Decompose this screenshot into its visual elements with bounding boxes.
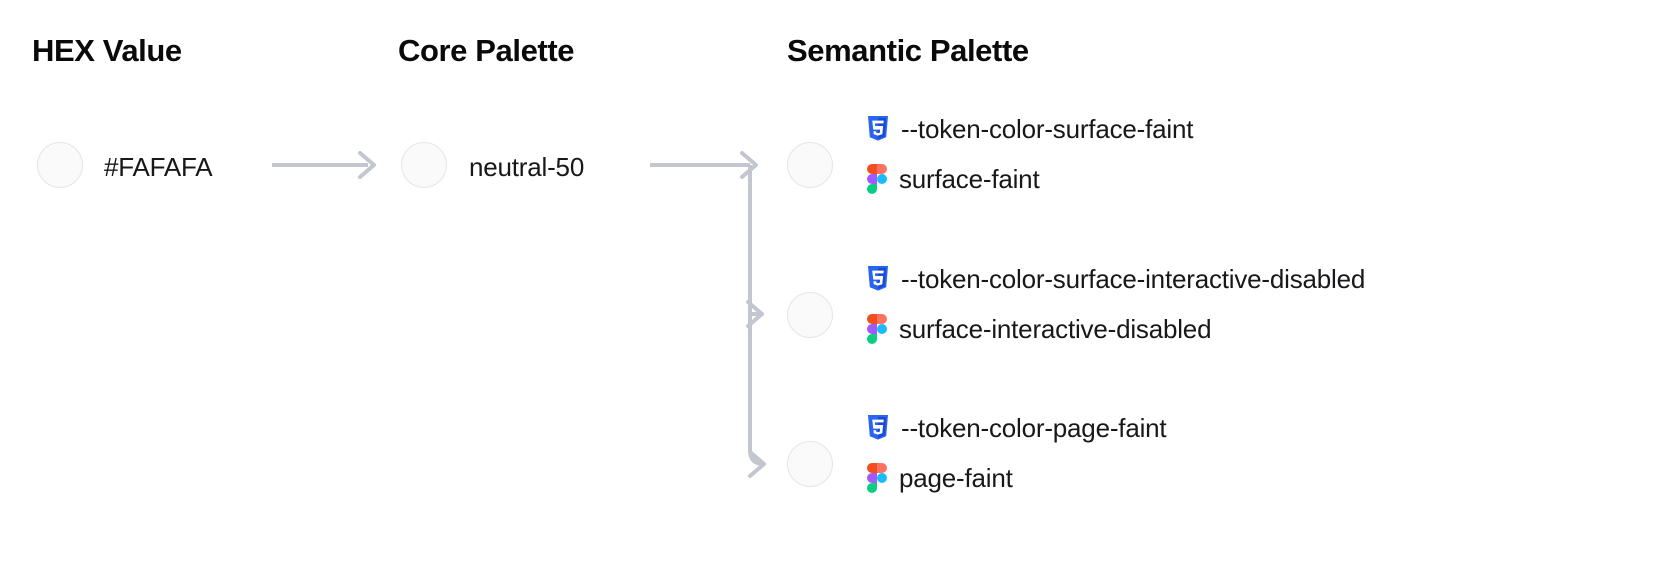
figma-token-text: surface-interactive-disabled <box>899 314 1212 344</box>
branching-connector <box>650 151 766 478</box>
css3-icon <box>865 413 891 443</box>
figma-icon <box>865 164 889 194</box>
column-header-semantic-palette: Semantic Palette <box>787 33 1029 68</box>
figma-token-text: page-faint <box>899 463 1013 493</box>
semantic-token-swatch <box>787 142 833 188</box>
semantic-token-swatch <box>787 441 833 487</box>
semantic-token-swatch <box>787 292 833 338</box>
figma-icon <box>865 463 889 493</box>
hex-value-label: #FAFAFA <box>104 152 213 182</box>
column-header-hex-value: HEX Value <box>32 33 182 68</box>
css-token-line: --token-color-page-faint <box>865 411 1167 445</box>
semantic-token-labels: --token-color-page-faint page-faint <box>865 411 1167 495</box>
core-palette-swatch <box>401 142 447 188</box>
css-token-line: --token-color-surface-interactive-disabl… <box>865 262 1365 296</box>
figma-token-line: surface-faint <box>865 162 1193 196</box>
css-token-text: --token-color-page-faint <box>901 413 1167 443</box>
css-token-line: --token-color-surface-faint <box>865 112 1193 146</box>
css3-icon <box>865 114 891 144</box>
figma-token-text: surface-faint <box>899 164 1040 194</box>
figma-icon <box>865 314 889 344</box>
css-token-text: --token-color-surface-faint <box>901 114 1194 144</box>
figma-token-line: page-faint <box>865 461 1166 495</box>
hex-value-swatch <box>37 142 83 188</box>
semantic-token-labels: --token-color-surface-faint surface-fain… <box>865 112 1193 196</box>
figma-token-line: surface-interactive-disabled <box>865 312 1365 346</box>
column-headers: HEX Value Core Palette Semantic Palette <box>0 0 1672 100</box>
column-header-core-palette: Core Palette <box>398 33 575 68</box>
arrow-hex-to-core <box>272 151 376 179</box>
css-token-text: --token-color-surface-interactive-disabl… <box>901 264 1366 294</box>
css3-icon <box>865 264 891 294</box>
semantic-token-labels: --token-color-surface-interactive-disabl… <box>865 262 1365 346</box>
core-palette-label: neutral-50 <box>469 152 585 182</box>
